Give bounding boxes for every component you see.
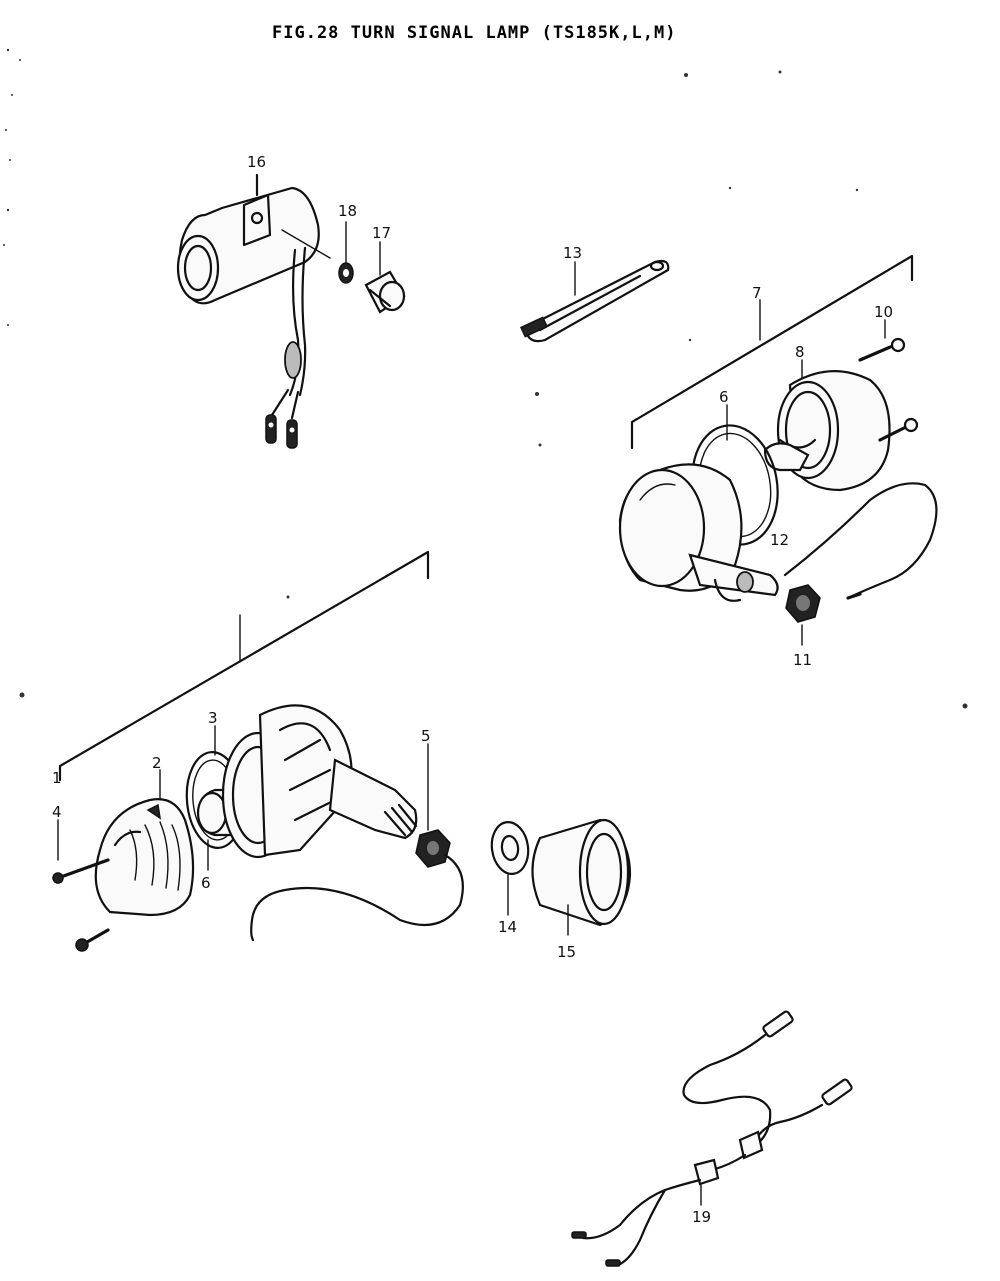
bracket-line-7 [630, 254, 914, 450]
label-8: 8 [795, 343, 805, 361]
part-8-lamp-housing [776, 359, 891, 492]
label-12: 12 [770, 531, 789, 549]
label-4: 4 [52, 803, 62, 821]
part-15-cushion [531, 818, 632, 936]
label-10: 10 [874, 303, 893, 321]
part-18-washer [338, 221, 354, 284]
part-front-housing [221, 704, 418, 859]
label-7: 7 [752, 284, 762, 302]
label-1: 1 [52, 769, 62, 787]
label-15: 15 [557, 943, 576, 961]
label-14: 14 [498, 918, 517, 936]
label-13: 13 [563, 244, 582, 262]
part-14-washer [490, 821, 530, 916]
part-10-screws [858, 319, 919, 442]
part-17-screw [364, 241, 406, 314]
part-16-flasher-relay [176, 173, 331, 449]
label-18: 18 [338, 202, 357, 220]
diagram-title: FIG.28 TURN SIGNAL LAMP (TS185K,L,M) [272, 23, 676, 43]
part-11-nut [785, 584, 821, 646]
label-2: 2 [152, 754, 162, 772]
part-6-rear-bulb [726, 404, 810, 472]
part-lens-rear [618, 463, 779, 602]
part-5-nut [415, 743, 451, 868]
label-3: 3 [208, 709, 218, 727]
part-4-screws [52, 819, 110, 952]
label-19: 19 [692, 1208, 711, 1226]
label-17: 17 [372, 224, 391, 242]
label-6-rear: 6 [719, 388, 729, 406]
label-5: 5 [421, 727, 431, 745]
bracket-line-1 [58, 550, 430, 782]
part-19-wiring-harness [571, 1010, 853, 1267]
rear-wire [783, 482, 938, 600]
label-16: 16 [247, 153, 266, 171]
part-13-bracket [520, 259, 670, 343]
part-2-lens-front [94, 769, 195, 917]
scan-specks [3, 48, 968, 709]
label-11: 11 [793, 651, 812, 669]
label-6-front: 6 [201, 874, 211, 892]
front-wire [250, 853, 464, 942]
